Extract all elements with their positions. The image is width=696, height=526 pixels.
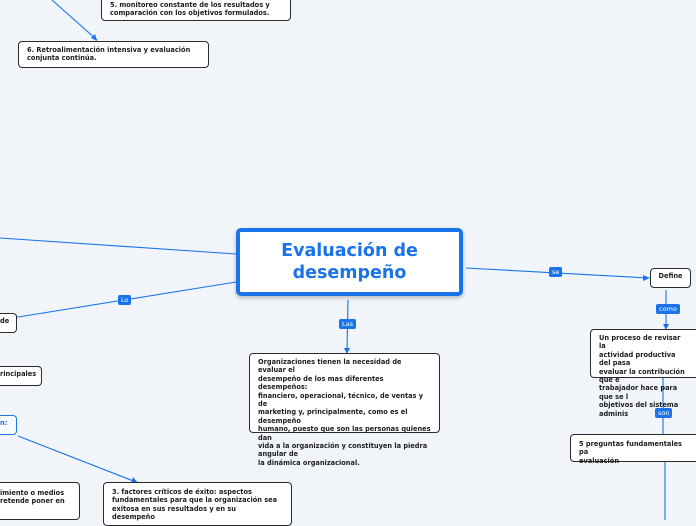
left-colon-node[interactable]: n: [0,415,17,435]
line-to-factores [17,435,137,483]
define-node[interactable]: Define [650,268,691,288]
organizaciones-node[interactable]: Organizaciones tienen la necesidad de ev… [249,353,440,467]
label-las: Las [339,319,356,329]
preguntas-node[interactable]: 5 preguntas fundamentales pa evaluación [570,434,696,465]
line-to-monitoreo [51,0,98,41]
label-se: se [549,267,563,277]
arrowhead-organizaciones [344,348,350,354]
arrowhead-factores [131,477,138,483]
label-lo: Lo [118,295,132,305]
left-medios-node[interactable]: imiento o medios retende poner en [0,482,80,520]
monitoreo-node[interactable]: 5. monitoreo constante de los resultados… [101,0,291,21]
arrowhead-proceso [663,324,669,330]
left-de-node[interactable]: de [0,313,17,333]
arrowhead-define [643,275,650,281]
retroalimentacion-node[interactable]: 6. Retroalimentación intensiva y evaluac… [18,41,209,68]
arrowhead-monitoreo [91,34,97,41]
central-topic[interactable]: Evaluación de desempeño [236,228,463,296]
left-principales-node[interactable]: rincipales [0,366,42,386]
label-como: como [656,304,680,314]
line-to-left-upper [0,237,237,255]
factores-node[interactable]: 3. factores críticos de éxito: aspectos … [103,482,292,526]
label-son: son [655,408,673,418]
proceso-node[interactable]: Un proceso de revisar la actividad produ… [590,329,696,418]
